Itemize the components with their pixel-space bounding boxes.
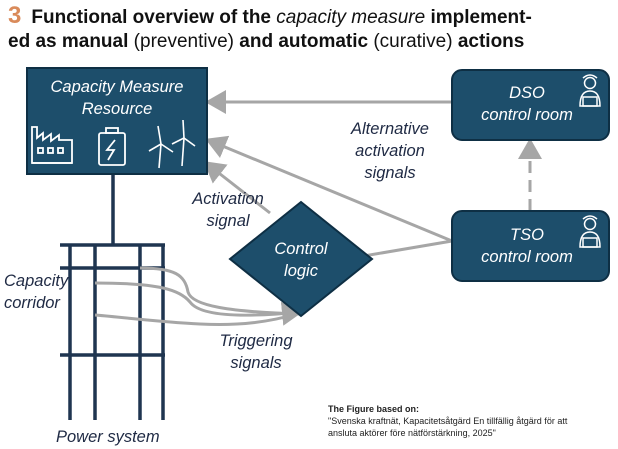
header-title-normal: (preventive) [133,31,234,52]
header-title-part: implement- [425,7,532,28]
header-line-1: 3 Functional overview of the capacity mea… [8,4,614,30]
tso-title-line: TSO [510,226,544,244]
label-line: Alternative [351,120,429,138]
arrow-logic-to-resource [203,161,271,215]
header-title-part: Functional overview of the [31,7,277,28]
footnote-line: "Svenska kraftnät, Kapacitetsåtgärd En t… [328,416,568,426]
control-logic-diamond [228,200,374,318]
dso-title-line: DSO [509,84,545,102]
capacity-measure-resource-box [26,67,208,175]
control-logic-line: Control [274,240,328,258]
resource-title: Capacity Measure Resource [27,76,207,120]
header-title-part: and automatic [234,31,374,52]
triggering-signal-curve [94,311,301,327]
arrow-tso-to-resource [205,135,453,243]
triggering-signals-label: Triggering signals [208,330,304,374]
factory-icon [31,126,73,164]
resource-title-line: Capacity Measure [50,78,184,96]
capacity-corridor-label: Capacity corridor [4,270,94,314]
figure-header: 3 Functional overview of the capacity mea… [8,4,614,54]
power-system-label: Power system [56,428,160,446]
figure-source-footnote: The Figure based on: "Svenska kraftnät, … [328,403,567,439]
resource-title-line: Resource [81,100,153,118]
footnote-line: ansluta aktörer före nätförstärkning, 20… [328,428,496,438]
header-title-normal: (curative) [373,31,453,52]
dso-title-line: control room [481,106,573,124]
tso-title-line: control room [481,248,573,266]
label-line: signals [364,164,416,182]
wind-turbine-icon [148,119,196,169]
header-title-part: actions [452,31,525,52]
label-line: Capacity [4,272,69,290]
dso-control-room-box [451,69,610,141]
battery-icon [98,127,126,166]
tso-title: TSO control room [452,224,602,268]
control-logic-title: Control logic [246,238,356,282]
tso-control-room-box [451,210,610,282]
header-title-italic: capacity measure [276,7,426,28]
label-line: Triggering [219,332,293,350]
triggering-signal-curve [94,281,303,326]
triggering-signal-curve [139,266,303,316]
header-line-2: ed as manual (preventive) and automatic … [8,30,614,54]
label-line: activation [355,142,425,160]
control-logic-line: logic [284,262,318,280]
operator-icon [579,74,601,107]
footnote-title: The Figure based on: [328,404,420,414]
label-line: Activation [192,190,264,208]
figure-number: 3 [8,2,22,29]
activation-signal-label: Activation signal [180,188,276,232]
label-line: signals [230,354,282,372]
power-system-grid [60,174,165,420]
label-line: signal [206,212,250,230]
alternative-activation-label: Alternative activation signals [330,118,450,184]
label-line: corridor [4,294,60,312]
operator-icon [579,215,601,248]
dso-title: DSO control room [452,82,602,126]
header-title-part: ed as manual [8,31,134,52]
